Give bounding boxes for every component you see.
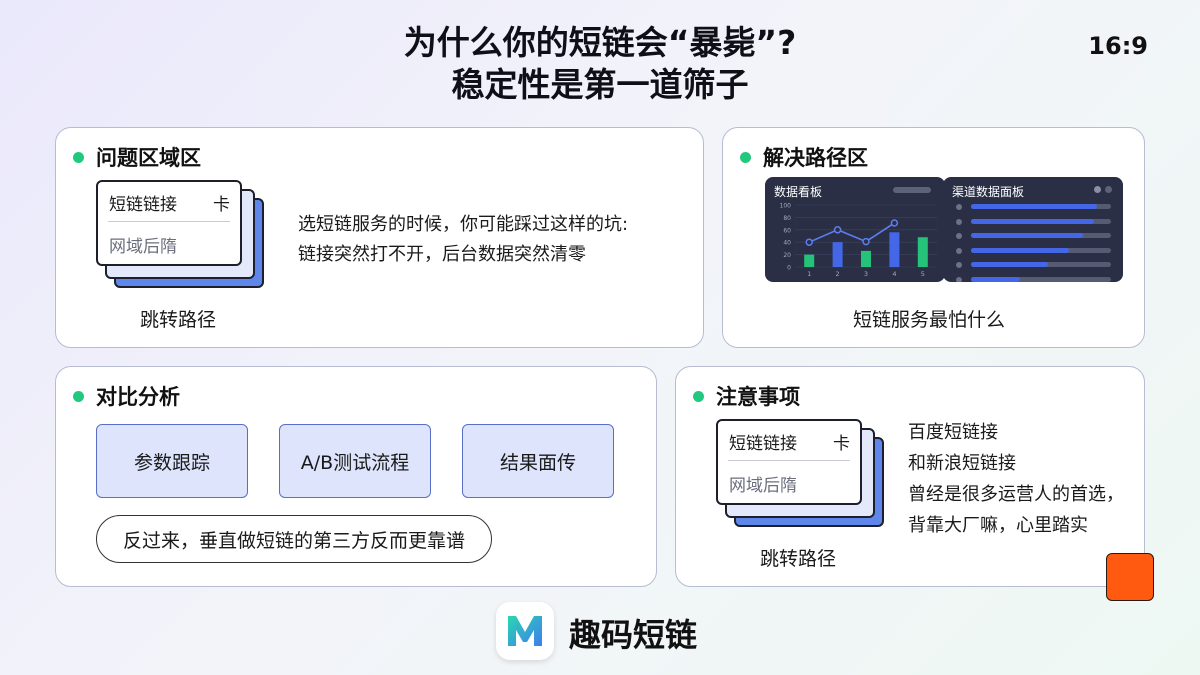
problem-text: 选短链服务的时候，你可能踩过这样的坑: 链接突然打不开，后台数据突然清零 xyxy=(298,210,628,270)
link-card-stack: 短链链接 卡 网域后隋 xyxy=(716,419,884,535)
bullet-dot-icon xyxy=(693,390,704,402)
card-header-label: 短链链接 xyxy=(109,195,177,215)
x-tick-label: 3 xyxy=(864,270,868,278)
bar-fill xyxy=(971,262,1048,267)
problem-text-line-2: 链接突然打不开，后台数据突然清零 xyxy=(298,244,586,265)
aspect-ratio-label: 16:9 xyxy=(1088,32,1148,60)
row-dot-icon xyxy=(956,262,962,268)
channel-panel: 渠道数据面板 xyxy=(943,177,1123,282)
solution-panel: 解决路径区 数据看板 100 80 60 40 20 0 1 2 3 4 5 渠道数据面板 短链服务… xyxy=(722,127,1145,348)
row-dot-icon xyxy=(956,276,962,282)
chart-point xyxy=(833,226,842,234)
notes-caption: 跳转路径 xyxy=(760,548,837,570)
card-divider xyxy=(728,460,850,461)
chart-line xyxy=(808,222,895,243)
card-header-right: 卡 xyxy=(213,195,230,215)
param-tracking-button[interactable]: 参数跟踪 xyxy=(96,424,248,498)
notes-panel-title: 注意事项 xyxy=(693,381,800,411)
card-sub-label: 网域后隋 xyxy=(109,237,177,257)
dashboard-chart: 100 80 60 40 20 0 1 2 3 4 5 xyxy=(780,203,937,278)
dashboard-header-bar xyxy=(893,187,931,193)
window-dot-icon xyxy=(1105,186,1112,193)
card-header-right: 卡 xyxy=(833,434,850,454)
y-tick-label: 0 xyxy=(787,265,791,272)
problem-panel-title: 问题区域区 xyxy=(73,142,201,172)
conclusion-pill: 反过来，垂直做短链的第三方反而更靠谱 xyxy=(96,515,492,563)
y-tick-label: 80 xyxy=(783,215,791,222)
dashboard-title: 数据看板 xyxy=(774,185,823,199)
window-dot-icon xyxy=(1094,186,1101,193)
ab-test-button[interactable]: A/B测试流程 xyxy=(279,424,431,498)
problem-title-text: 问题区域区 xyxy=(96,146,201,170)
chart-point xyxy=(805,238,813,246)
bar-fill xyxy=(971,276,1020,282)
brand-logo-icon xyxy=(496,602,554,660)
link-card: 短链链接 卡 网域后隋 xyxy=(716,419,862,505)
bar-fill xyxy=(971,204,1097,209)
notes-line-3: 曾经是很多运营人的首选， xyxy=(908,484,1124,505)
card-sub-label: 网域后隋 xyxy=(729,476,797,496)
comparison-title-text: 对比分析 xyxy=(96,385,180,409)
x-tick-label: 1 xyxy=(807,270,811,278)
card-divider xyxy=(108,221,230,222)
card-header: 短链链接 卡 xyxy=(729,429,850,454)
notes-text: 百度短链接 和新浪短链接 曾经是很多运营人的首选， 背靠大厂嘛，心里踏实 xyxy=(908,417,1124,541)
result-button[interactable]: 结果面传 xyxy=(462,424,614,498)
x-tick-label: 2 xyxy=(836,270,840,278)
bullet-dot-icon xyxy=(73,390,84,402)
problem-panel: 问题区域区 短链链接 卡 网域后隋 跳转路径 选短链服务的时候，你可能踩过这样的… xyxy=(55,127,704,348)
x-tick-label: 5 xyxy=(921,270,925,278)
channel-bars xyxy=(943,177,1123,282)
row-dot-icon xyxy=(956,233,962,239)
title-line-1: 为什么你的短链会“暴毙”? xyxy=(403,23,797,62)
chart-bar xyxy=(832,242,843,267)
slide-title: 为什么你的短链会“暴毙”? 稳定性是第一道筛子 xyxy=(0,22,1200,106)
solution-panel-title: 解决路径区 xyxy=(740,142,868,172)
solution-title-text: 解决路径区 xyxy=(763,146,868,170)
notes-panel: 注意事项 短链链接 卡 网域后隋 跳转路径 百度短链接 和新浪短链接 曾经是很多… xyxy=(675,366,1145,587)
bar-fill xyxy=(971,247,1069,253)
y-tick-label: 60 xyxy=(783,227,791,234)
chart-bar xyxy=(889,232,900,267)
notes-line-1: 百度短链接 xyxy=(908,422,998,443)
link-card-stack: 短链链接 卡 网域后隋 xyxy=(96,180,264,296)
x-tick-label: 4 xyxy=(892,270,896,278)
card-header: 短链链接 卡 xyxy=(109,190,230,215)
bar-track xyxy=(971,276,1111,282)
notes-title-text: 注意事项 xyxy=(716,385,800,409)
problem-caption: 跳转路径 xyxy=(140,309,217,331)
y-tick-label: 100 xyxy=(780,203,792,210)
bar-fill xyxy=(971,233,1083,238)
chart-bar xyxy=(917,237,928,267)
problem-text-line-1: 选短链服务的时候，你可能踩过这样的坑: xyxy=(298,214,629,235)
logo-m-icon xyxy=(508,616,542,646)
bar-fill xyxy=(971,218,1095,224)
orange-square-icon xyxy=(1106,553,1154,601)
title-line-2: 稳定性是第一道筛子 xyxy=(451,65,749,104)
card-header-label: 短链链接 xyxy=(729,434,797,454)
channel-panel-title: 渠道数据面板 xyxy=(952,185,1025,199)
row-dot-icon xyxy=(956,247,962,254)
bullet-dot-icon xyxy=(740,151,751,163)
chart-point xyxy=(890,219,899,227)
comparison-panel-title: 对比分析 xyxy=(73,381,180,411)
data-dashboard: 数据看板 100 80 60 40 20 0 1 2 3 4 5 xyxy=(765,177,945,282)
bullet-dot-icon xyxy=(73,151,84,163)
y-tick-label: 40 xyxy=(783,240,791,247)
row-dot-icon xyxy=(956,218,962,225)
y-tick-label: 20 xyxy=(783,252,791,259)
row-dot-icon xyxy=(956,204,962,210)
link-card: 短链链接 卡 网域后隋 xyxy=(96,180,242,266)
notes-line-4: 背靠大厂嘛，心里踏实 xyxy=(908,515,1088,536)
solution-caption: 短链服务最怕什么 xyxy=(853,309,1006,331)
notes-line-2: 和新浪短链接 xyxy=(908,453,1016,474)
chart-bar xyxy=(861,250,871,267)
chart-point xyxy=(862,237,870,246)
brand-name: 趣码短链 xyxy=(569,616,698,654)
chart-bar xyxy=(804,254,815,267)
